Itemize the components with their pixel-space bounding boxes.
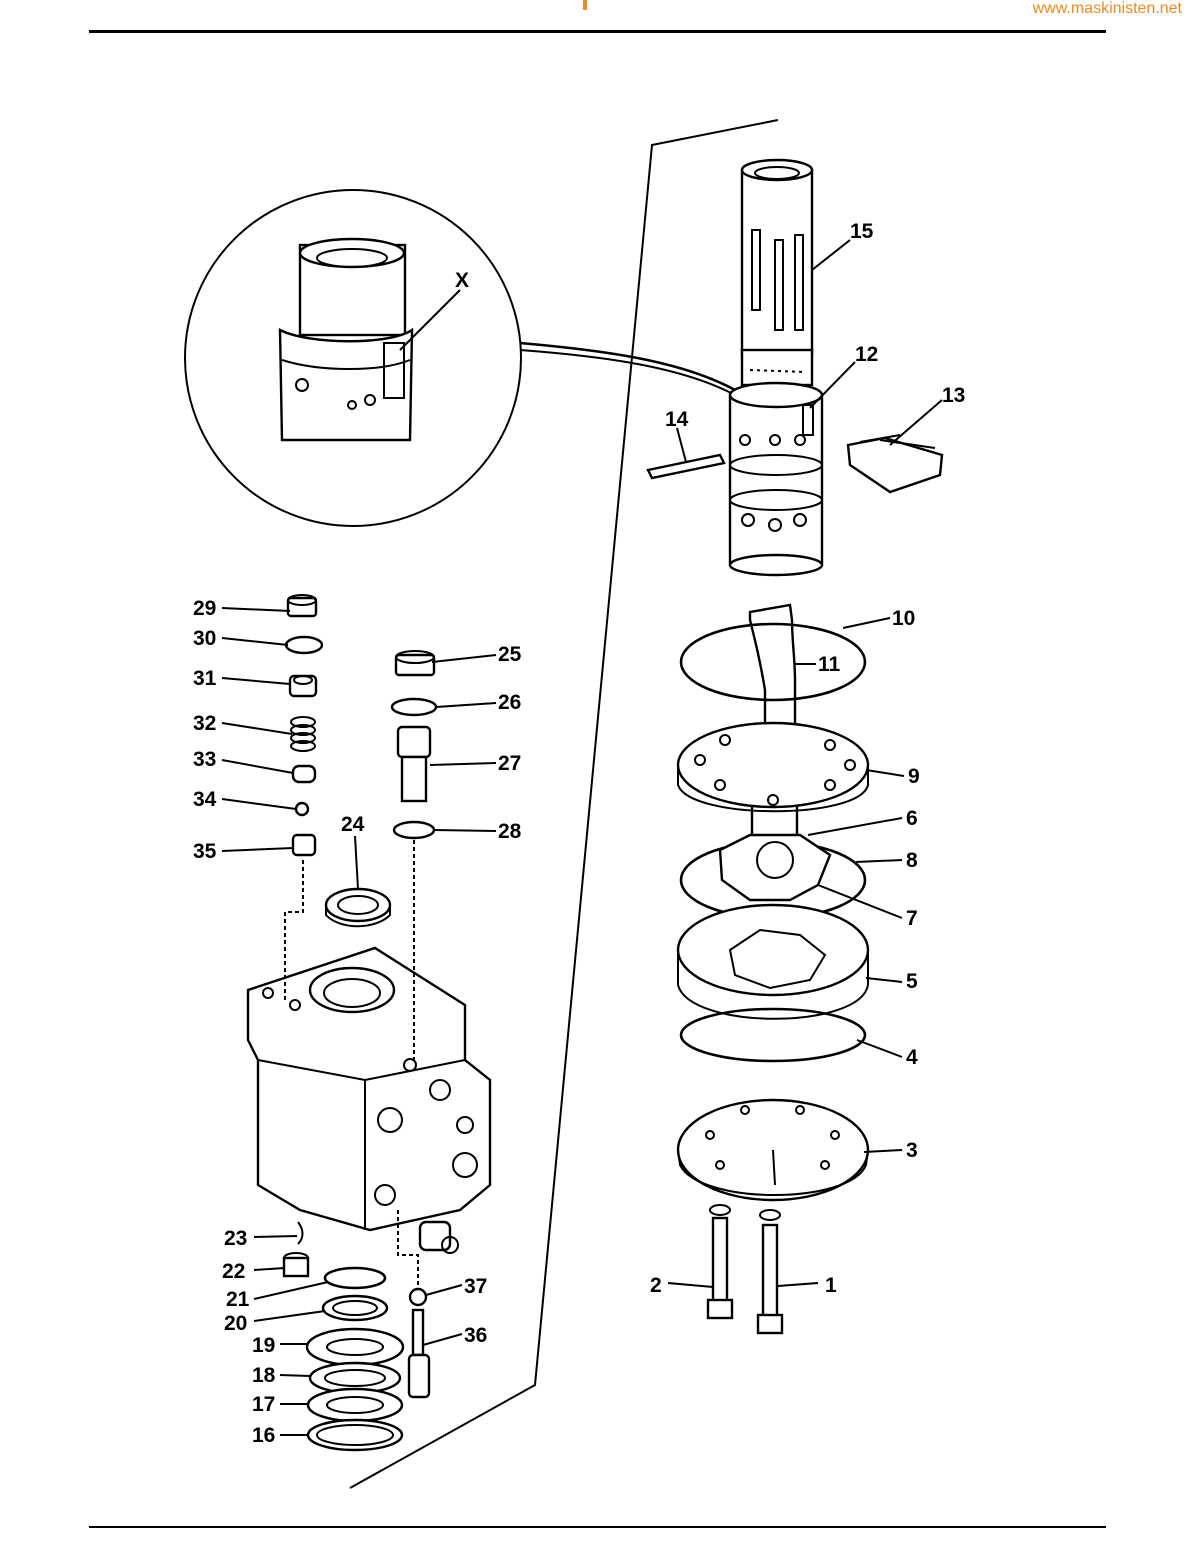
bolt-2	[708, 1205, 732, 1318]
callout-17: 17	[252, 1393, 275, 1416]
callout-29: 29	[193, 597, 216, 620]
centering-springs-13	[848, 435, 942, 492]
callout-35: 35	[193, 840, 217, 863]
gear-wheel-set-5	[678, 905, 868, 1019]
callout-8: 8	[906, 849, 918, 872]
callout-20: 20	[224, 1312, 247, 1335]
plug-25	[396, 651, 434, 675]
spacer-plate-9	[678, 723, 868, 811]
spring-guide-33	[293, 766, 315, 782]
plug-29	[288, 595, 316, 616]
callout-4: 4	[906, 1046, 918, 1069]
callout-14: 14	[665, 408, 689, 431]
seal-26	[392, 699, 436, 715]
seal-30	[286, 637, 322, 653]
callout-13: 13	[942, 384, 965, 407]
callout-30: 30	[193, 627, 216, 650]
bolt-1	[758, 1210, 782, 1333]
callout-25: 25	[498, 643, 522, 666]
callout-19: 19	[252, 1334, 275, 1357]
callout-34: 34	[193, 788, 217, 811]
o-ring-21	[325, 1268, 385, 1288]
seat-35	[293, 835, 315, 855]
callout-36: 36	[464, 1324, 487, 1347]
bearing-washer-19	[307, 1329, 403, 1365]
callout-18: 18	[252, 1364, 276, 1387]
bearing-washer-17	[308, 1389, 402, 1421]
callout-16: 16	[252, 1424, 275, 1447]
callout-11: 11	[818, 653, 841, 676]
callout-2: 2	[650, 1274, 662, 1297]
ball-37	[410, 1289, 426, 1305]
seal-28	[394, 822, 434, 838]
callout-31: 31	[193, 667, 217, 690]
callout-15: 15	[850, 220, 874, 243]
callout-28: 28	[498, 820, 522, 843]
callout-23: 23	[224, 1227, 247, 1250]
seal-20	[323, 1296, 387, 1320]
valve-27	[398, 727, 430, 801]
callout-22: 22	[222, 1260, 245, 1283]
callout-32: 32	[193, 712, 216, 735]
callout-10: 10	[892, 607, 915, 630]
o-ring-4	[681, 1009, 865, 1061]
callout-24: 24	[341, 813, 365, 836]
spool-sleeve-15	[742, 160, 812, 385]
pin-36	[409, 1310, 429, 1397]
washer-23	[298, 1222, 303, 1244]
callout-6: 6	[906, 807, 918, 830]
callout-12: 12	[855, 343, 878, 366]
callout-21: 21	[226, 1288, 250, 1311]
ball-34	[296, 803, 308, 815]
callout-3: 3	[906, 1139, 918, 1162]
callout-37: 37	[464, 1275, 487, 1298]
callout-26: 26	[498, 691, 521, 714]
callout-9: 9	[908, 765, 920, 788]
callout-33: 33	[193, 748, 216, 771]
end-cover-3	[678, 1100, 868, 1200]
dust-seal-16	[308, 1420, 402, 1450]
callout-5: 5	[906, 970, 918, 993]
sleeve-assembly-12	[730, 383, 822, 575]
detail-label-x: X	[455, 269, 469, 292]
bushing-22	[284, 1253, 308, 1276]
callout-27: 27	[498, 752, 521, 775]
valve-seat-31	[290, 676, 316, 696]
callout-1: 1	[825, 1274, 837, 1297]
callout-7: 7	[906, 907, 918, 930]
ring-24	[326, 889, 390, 926]
spring-32	[291, 717, 315, 751]
rotor-7	[720, 835, 830, 900]
